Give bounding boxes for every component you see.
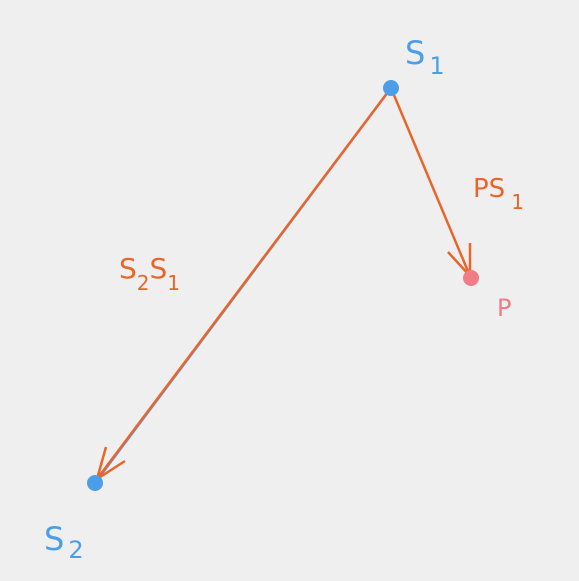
label-s2s1-sub2: 1: [167, 271, 180, 295]
label-s2-sub: 2: [68, 536, 83, 564]
label-s2s1-sub1: 2: [137, 271, 150, 295]
point-s2[interactable]: [87, 475, 103, 491]
s2s1-vector-line: [96, 87, 392, 480]
label-s2s1: S2S1: [119, 252, 180, 295]
ps1-vector-line: [389, 87, 472, 277]
point-s1[interactable]: [383, 80, 399, 96]
label-ps1-sub: 1: [511, 190, 524, 214]
label-s1-sub: 1: [429, 52, 444, 80]
point-p[interactable]: [463, 270, 479, 286]
label-p: P: [497, 294, 511, 322]
